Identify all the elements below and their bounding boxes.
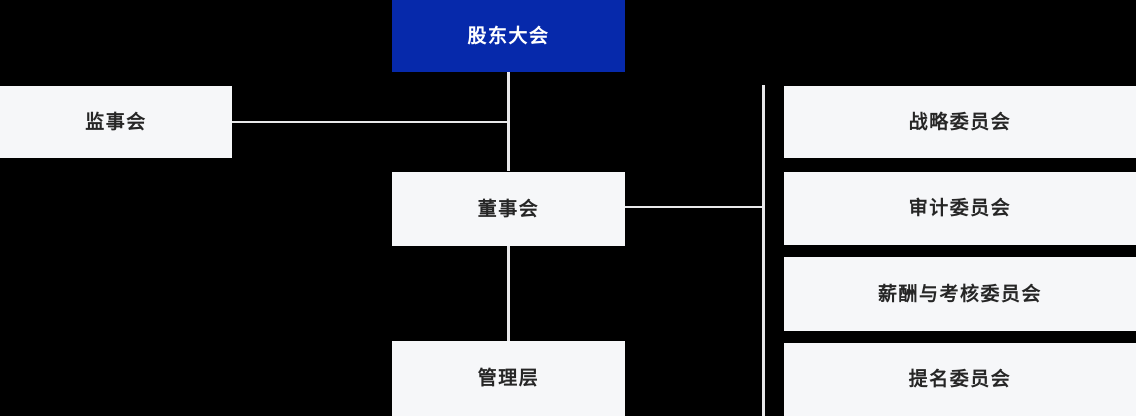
connector-committees-spine-vertical (762, 85, 765, 416)
connector-supervisors-to-trunk-horizontal (232, 121, 510, 123)
node-shareholders-meeting[interactable]: 股东大会 (392, 0, 625, 72)
node-board-of-directors[interactable]: 董事会 (392, 172, 625, 246)
node-management[interactable]: 管理层 (392, 341, 625, 416)
connector-board-to-committees-horizontal (625, 206, 764, 208)
node-strategy-committee[interactable]: 战略委员会 (784, 86, 1136, 158)
node-nomination-committee[interactable]: 提名委员会 (784, 343, 1136, 416)
node-compensation-committee[interactable]: 薪酬与考核委员会 (784, 257, 1136, 331)
node-audit-committee[interactable]: 审计委员会 (784, 172, 1136, 245)
node-board-of-supervisors[interactable]: 监事会 (0, 86, 232, 158)
connector-board-to-management-vertical (507, 246, 510, 341)
